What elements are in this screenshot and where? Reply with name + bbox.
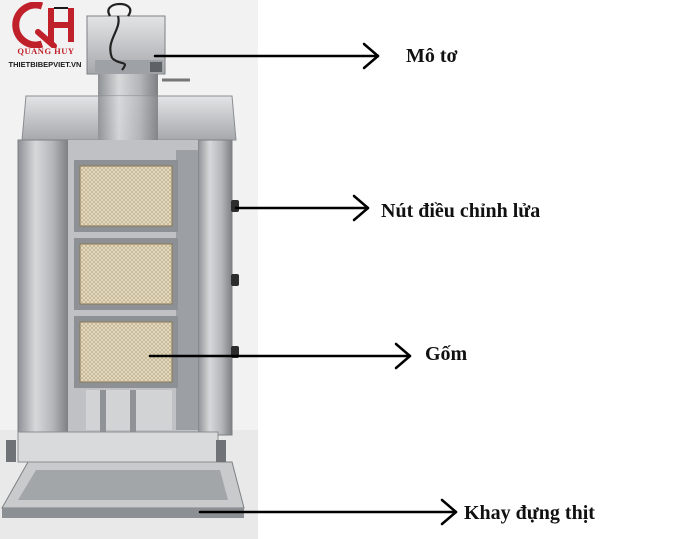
ceramic-burners	[74, 160, 178, 388]
logo-site: THIETBIBEPVIET.VN	[8, 60, 82, 69]
logo: QUANG HUY THIETBIBEPVIET.VN	[2, 2, 86, 74]
hood-part	[21, 95, 237, 141]
label-tray: Khay đựng thịt	[464, 502, 595, 524]
annotation-arrows	[148, 42, 458, 526]
label-knob: Nút điều chỉnh lửa	[381, 200, 541, 222]
label-ceramic: Gốm	[425, 343, 468, 365]
label-motor: Mô tơ	[406, 45, 458, 67]
tray-part	[1, 431, 245, 518]
arrow-ceramic	[148, 342, 412, 370]
logo-brand: QUANG HUY	[17, 46, 75, 56]
arrow-tray	[198, 498, 458, 526]
qh-monogram-icon	[12, 2, 74, 48]
arrow-knob	[234, 194, 370, 222]
arrow-motor	[153, 42, 380, 70]
drip-bars	[86, 390, 172, 450]
